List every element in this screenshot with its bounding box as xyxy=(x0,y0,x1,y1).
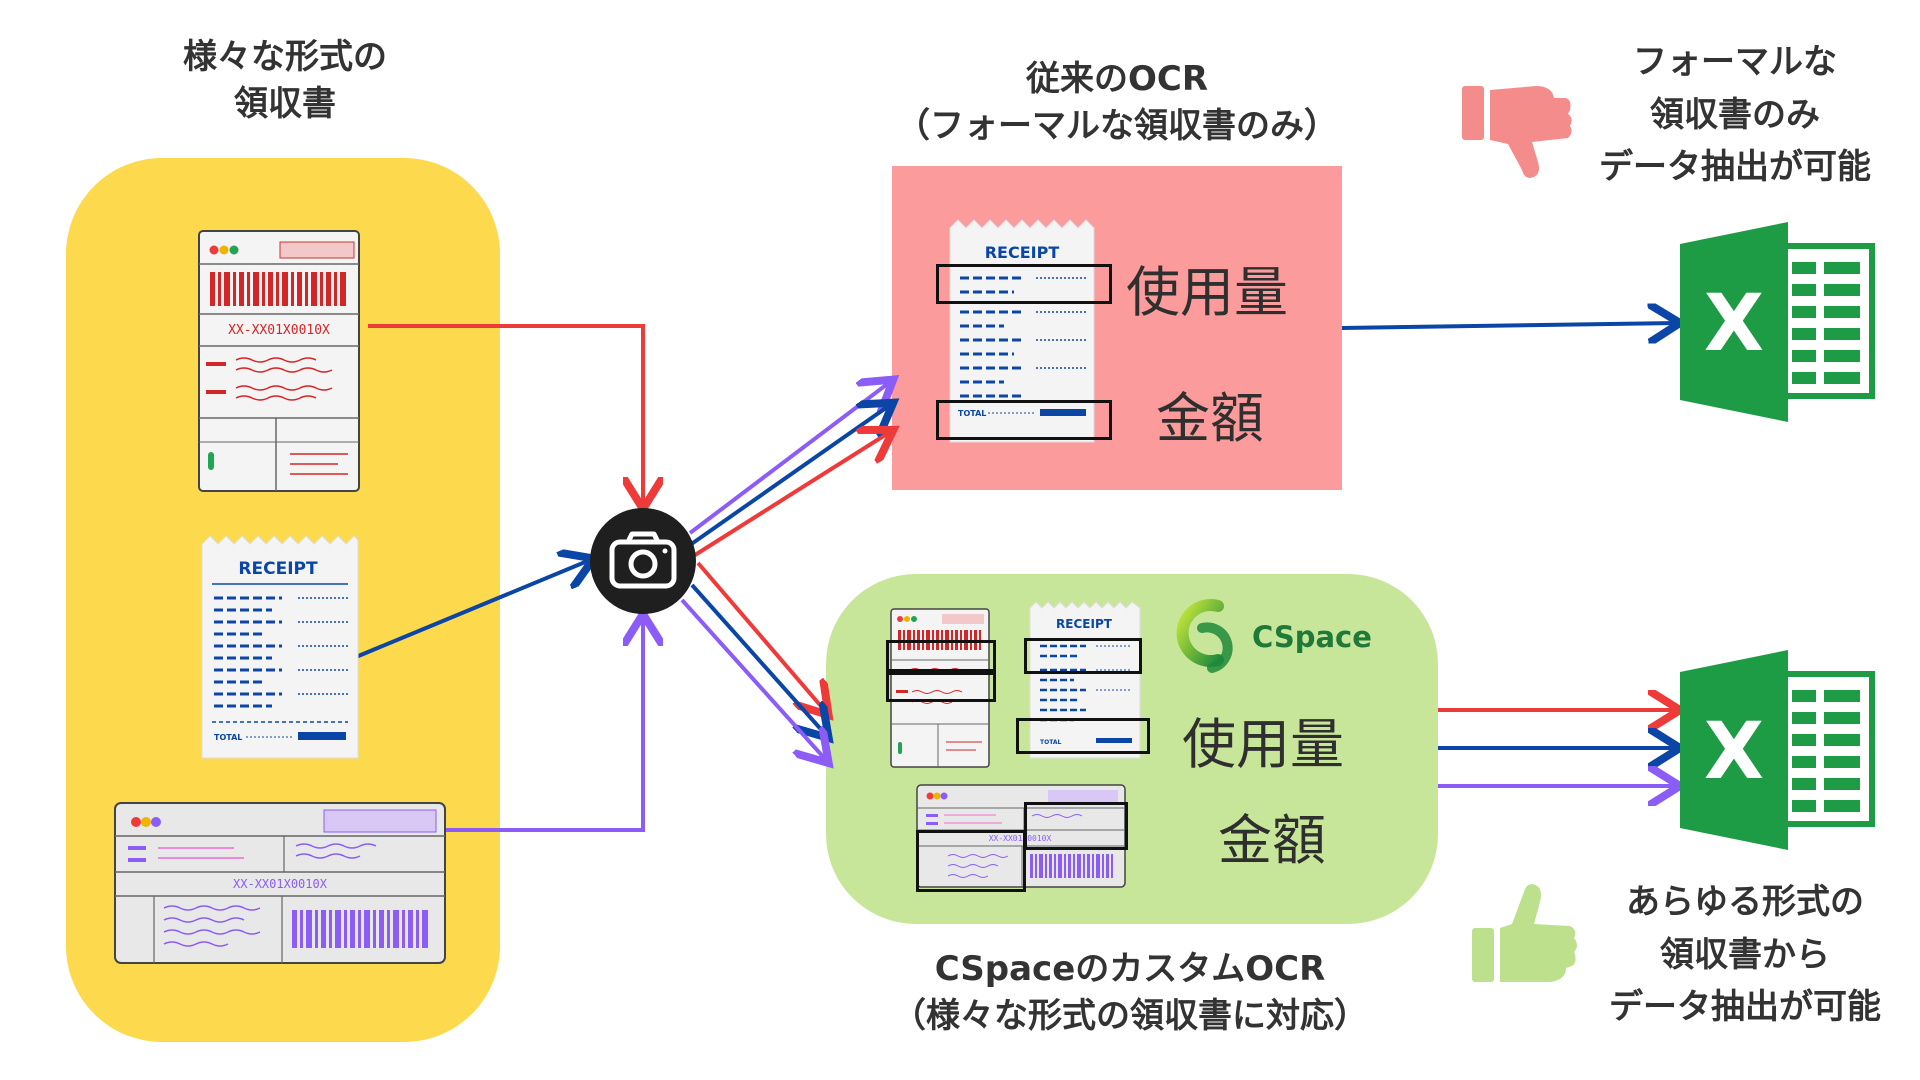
traditional-extract-box-amount xyxy=(936,400,1112,440)
receipt-blue: RECEIPT TOTAL xyxy=(201,535,359,759)
custom-extract-box-blue-2 xyxy=(1016,718,1150,754)
arrow-red-to-custom xyxy=(696,561,826,712)
custom-ocr-title: CSpaceのカスタムOCR xyxy=(934,949,1326,989)
custom-extract-box-red-1 xyxy=(886,640,996,672)
thumbs-up-icon xyxy=(1472,884,1577,982)
custom-extract-box-purple-1 xyxy=(1024,802,1128,850)
custom-ocr-label: CSpaceのカスタムOCR （様々な形式の領収書に対応） xyxy=(860,946,1400,1040)
traditional-receipt-heading: RECEIPT xyxy=(985,243,1060,262)
receipt-heading-blue: RECEIPT xyxy=(238,559,318,579)
arrow-purple-to-traditional xyxy=(688,382,890,535)
receipt-total-blue: TOTAL xyxy=(214,733,242,742)
custom-result-line2: 領収書から xyxy=(1660,934,1830,975)
custom-receipt-total: TOTAL xyxy=(1040,739,1061,746)
excel-icon-top: X xyxy=(1680,222,1875,422)
traditional-field-usage: 使用量 xyxy=(1126,261,1288,324)
traditional-ocr-label: 従来のOCR （フォーマルな領収書のみ） xyxy=(862,56,1372,150)
traditional-result-label: フォーマルな 領収書のみ データ抽出が可能 xyxy=(1560,36,1910,194)
cspace-brand-name: CSpace xyxy=(1252,620,1372,654)
invoice-receipt-purple: XX-XX01X0010X xyxy=(114,802,446,964)
custom-field-amount: 金額 xyxy=(1218,809,1326,872)
traditional-ocr-receipt: RECEIPT TOTAL xyxy=(949,219,1095,443)
arrow-purple-to-camera xyxy=(445,618,643,832)
excel-icon-bottom: X xyxy=(1680,650,1875,850)
arrow-blue-to-traditional xyxy=(688,405,890,547)
custom-extract-box-red-2 xyxy=(886,672,996,702)
invoice-code-purple: XX-XX01X0010X xyxy=(233,877,328,891)
traditional-receipt-total: TOTAL xyxy=(958,409,986,418)
source-label: 様々な形式の 領収書 xyxy=(140,34,430,128)
traditional-result-line3: データ抽出が可能 xyxy=(1599,147,1871,188)
arrow-blue-traditional-to-excel xyxy=(1341,323,1676,328)
cspace-logo-icon xyxy=(1176,599,1233,673)
traditional-extract-box-usage xyxy=(936,264,1112,304)
traditional-result-line1: フォーマルな xyxy=(1633,42,1837,82)
traditional-field-amount: 金額 xyxy=(1156,387,1264,450)
custom-extract-box-purple-2 xyxy=(916,830,1026,892)
custom-receipt-heading: RECEIPT xyxy=(1056,617,1113,631)
custom-ocr-subtitle: （様々な形式の領収書に対応） xyxy=(892,995,1368,1036)
camera-icon xyxy=(590,508,696,614)
custom-extract-box-blue-1 xyxy=(1024,638,1142,674)
custom-result-label: あらゆる形式の 領収書から データ抽出が可能 xyxy=(1580,876,1910,1034)
custom-result-line1: あらゆる形式の xyxy=(1626,882,1864,922)
arrow-blue-to-custom xyxy=(690,583,826,735)
source-label-line2: 領収書 xyxy=(234,83,336,124)
arrow-blue-to-camera xyxy=(355,560,590,659)
invoice-receipt-red: XX-XX01X0010X xyxy=(198,230,360,492)
svg-text:X: X xyxy=(1704,279,1764,369)
traditional-ocr-subtitle: （フォーマルな領収書のみ） xyxy=(896,105,1338,146)
thumbs-down-icon xyxy=(1462,86,1572,178)
arrow-purple-to-custom xyxy=(680,598,826,760)
traditional-ocr-title: 従来のOCR xyxy=(1025,59,1209,99)
source-label-line1: 様々な形式の xyxy=(183,37,387,77)
svg-text:X: X xyxy=(1704,707,1764,797)
custom-field-usage: 使用量 xyxy=(1182,713,1344,776)
custom-invoice-code-purple: XX-XX01X0010X xyxy=(989,834,1052,843)
traditional-result-line2: 領収書のみ xyxy=(1650,94,1820,135)
arrow-red-to-traditional xyxy=(693,432,890,557)
arrow-red-to-camera xyxy=(368,324,643,505)
custom-result-line3: データ抽出が可能 xyxy=(1609,987,1881,1028)
custom-invoice-receipt-purple: XX-XX01X0010X xyxy=(916,784,1126,888)
invoice-code-red: XX-XX01X0010X xyxy=(228,323,330,338)
